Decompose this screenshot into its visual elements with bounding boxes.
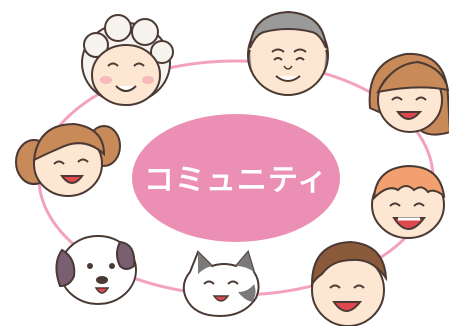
boy-face-icon — [371, 164, 446, 239]
dog-face-icon — [55, 235, 137, 305]
woman-face-icon — [368, 52, 449, 136]
center-bubble — [132, 114, 340, 242]
grandmother-face-icon — [81, 14, 174, 106]
cat-face-icon — [182, 249, 260, 318]
center-label: コミュニティ — [144, 163, 328, 198]
grandfather-face-icon — [247, 10, 329, 96]
girl-face-icon — [15, 122, 121, 197]
man-face-icon — [310, 240, 388, 326]
